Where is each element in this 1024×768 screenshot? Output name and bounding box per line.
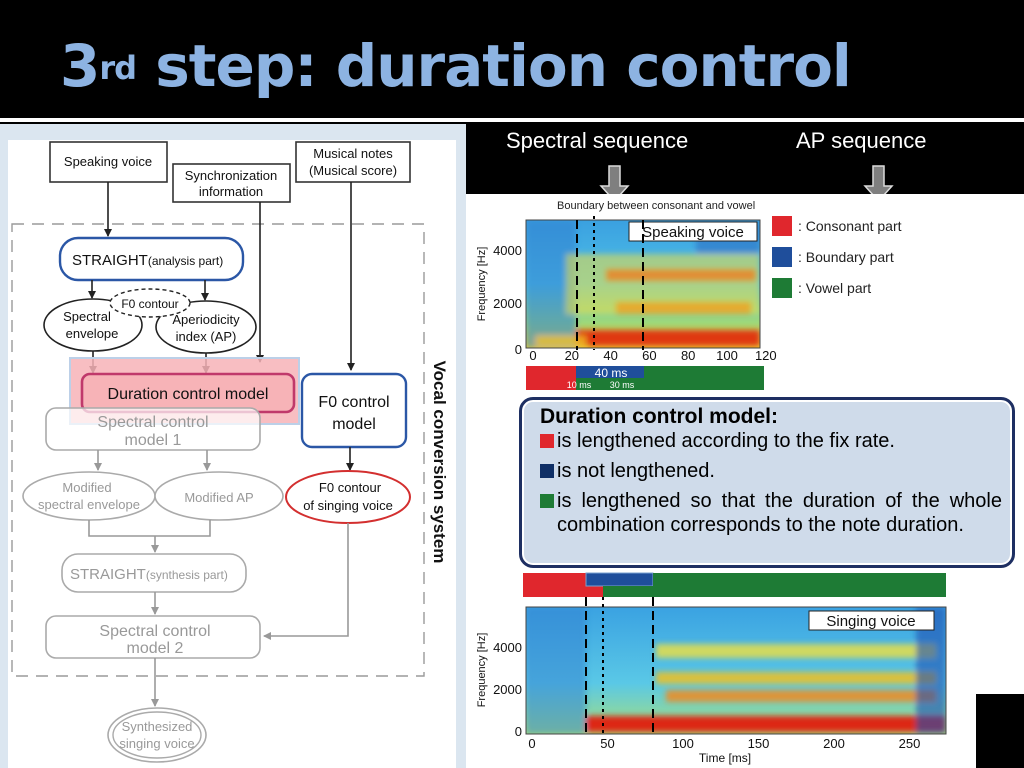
speaking-consonant-bar bbox=[526, 366, 576, 390]
legend-swatch-0 bbox=[772, 216, 792, 236]
callout-line-consonant: is lengthened according to the fix rate. bbox=[540, 429, 1002, 453]
title-divider bbox=[0, 118, 1024, 122]
svg-text:Synthesized: Synthesized bbox=[122, 719, 193, 734]
svg-text:Duration control model: Duration control model bbox=[108, 386, 269, 403]
speaking-xtick-3: 60 bbox=[642, 348, 656, 363]
svg-text:Synchronization: Synchronization bbox=[185, 168, 278, 183]
svg-text:STRAIGHT(synthesis part): STRAIGHT(synthesis part) bbox=[70, 566, 228, 583]
consonant-square-icon bbox=[540, 434, 554, 448]
speaking-voice-label: Speaking voice bbox=[64, 154, 152, 169]
speaking-xtick-5: 100 bbox=[716, 348, 738, 363]
duration-figures: Spectral sequence AP sequence Boundary b… bbox=[466, 128, 1024, 768]
speaking-xtick-4: 80 bbox=[681, 348, 695, 363]
legend-swatch-1 bbox=[772, 247, 792, 267]
singing-ytick-1: 2000 bbox=[493, 682, 522, 697]
duration-model-callout: Duration control model: is lengthened ac… bbox=[519, 397, 1015, 568]
musical-notes-box bbox=[295, 141, 411, 183]
legend-swatch-2 bbox=[772, 278, 792, 298]
singing-ytick-2: 0 bbox=[515, 724, 522, 739]
svg-text:model: model bbox=[332, 416, 376, 433]
singing-xtick-0: 0 bbox=[528, 736, 535, 751]
vowel-square-icon bbox=[540, 494, 554, 508]
synchronization-box bbox=[172, 163, 291, 203]
ap-sequence-label: AP sequence bbox=[796, 128, 926, 153]
singing-ytick-0: 4000 bbox=[493, 640, 522, 655]
svg-text:of singing voice: of singing voice bbox=[303, 498, 393, 513]
svg-text:30 ms: 30 ms bbox=[610, 380, 635, 390]
svg-text:10 ms: 10 ms bbox=[567, 380, 592, 390]
boundary-label: Boundary between consonant and vowel bbox=[557, 200, 755, 212]
speaking-xtick-2: 40 bbox=[603, 348, 617, 363]
svg-text:Aperiodicity: Aperiodicity bbox=[172, 312, 240, 327]
spectral-control-2-box bbox=[45, 615, 261, 659]
speaking-boundary-bar bbox=[576, 366, 644, 378]
svg-text:model 1: model 1 bbox=[125, 432, 182, 449]
speaking-voice-box bbox=[49, 141, 168, 183]
singing-ylabel: Frequency [Hz] bbox=[476, 633, 488, 708]
svg-text:Modified AP: Modified AP bbox=[184, 490, 253, 505]
singing-xtick-3: 150 bbox=[748, 736, 770, 751]
singing-xlabel: Time [ms] bbox=[699, 751, 751, 765]
speaking-ytick-1: 2000 bbox=[493, 296, 522, 311]
svg-text:information: information bbox=[199, 184, 263, 199]
callout-title: Duration control model: bbox=[540, 405, 778, 428]
spectral-control-1-box bbox=[45, 407, 261, 451]
straight-synthesis-box bbox=[61, 553, 247, 593]
legend: : Consonant part : Boundary part : Vowel p… bbox=[772, 216, 902, 298]
svg-text:Speaking voice: Speaking voice bbox=[642, 224, 744, 241]
callout-line-boundary: is not lengthened. bbox=[540, 459, 1002, 483]
singing-boundary-bar bbox=[585, 572, 654, 587]
speaking-vowel-bar bbox=[644, 366, 764, 390]
legend-label-2: : Vowel part bbox=[798, 280, 871, 296]
singing-xtick-2: 100 bbox=[672, 736, 694, 751]
f0-control-box bbox=[300, 372, 408, 449]
synthesized-voice-ellipse bbox=[107, 707, 207, 763]
speaking-ytick-2: 0 bbox=[515, 342, 522, 357]
svg-text:Modified: Modified bbox=[62, 480, 111, 495]
svg-text:40 ms: 40 ms bbox=[595, 366, 628, 380]
singing-vowel-bar bbox=[603, 586, 946, 597]
svg-text:Spectral: Spectral bbox=[63, 309, 111, 324]
speaking-xtick-6: 120 bbox=[755, 348, 777, 363]
speaking-voice-badge bbox=[628, 221, 758, 242]
vocal-system-label: Vocal conversion system bbox=[430, 361, 449, 564]
svg-text:F0 contour: F0 contour bbox=[319, 480, 382, 495]
boundary-square-icon bbox=[540, 464, 554, 478]
svg-text:envelope: envelope bbox=[66, 326, 119, 341]
svg-text:Spectral control: Spectral control bbox=[99, 623, 210, 640]
svg-text:F0 contour: F0 contour bbox=[121, 297, 178, 311]
singing-xtick-4: 200 bbox=[823, 736, 845, 751]
speaking-xtick-1: 20 bbox=[565, 348, 579, 363]
svg-text:Singing voice: Singing voice bbox=[826, 613, 915, 630]
svg-text:model 2: model 2 bbox=[127, 640, 184, 657]
system-boundary bbox=[11, 223, 425, 677]
f0-contour-ellipse bbox=[109, 288, 191, 318]
svg-text:F0 control: F0 control bbox=[318, 394, 389, 411]
svg-text:spectral envelope: spectral envelope bbox=[38, 497, 140, 512]
legend-label-0: : Consonant part bbox=[798, 218, 902, 234]
svg-text:index (AP): index (AP) bbox=[176, 329, 237, 344]
speaking-ylabel: Frequency [Hz] bbox=[476, 247, 488, 322]
speaking-xtick-0: 0 bbox=[529, 348, 536, 363]
callout-line-vowel: is lengthened so that the duration of th… bbox=[540, 489, 1002, 537]
speaking-ytick-0: 4000 bbox=[493, 243, 522, 258]
singing-xtick-1: 50 bbox=[600, 736, 614, 751]
svg-text:STRAIGHT(analysis part): STRAIGHT(analysis part) bbox=[72, 252, 223, 269]
straight-analysis-box bbox=[58, 236, 245, 282]
svg-text:Spectral control: Spectral control bbox=[97, 414, 208, 431]
singing-xtick-5: 250 bbox=[899, 736, 921, 751]
svg-text:Musical notes: Musical notes bbox=[313, 146, 393, 161]
legend-label-1: : Boundary part bbox=[798, 249, 894, 265]
f0-singing-ellipse bbox=[285, 470, 411, 524]
modified-ap-ellipse bbox=[154, 471, 284, 521]
spectral-sequence-label: Spectral sequence bbox=[506, 128, 688, 153]
down-arrow-spectral bbox=[599, 165, 630, 203]
slide-title: 3rd step: duration control bbox=[60, 32, 852, 100]
svg-text:(Musical score): (Musical score) bbox=[309, 163, 397, 178]
svg-text:singing voice: singing voice bbox=[119, 736, 194, 751]
vocal-conversion-diagram: Speaking voice Synchronization informati… bbox=[11, 141, 449, 763]
singing-voice-badge bbox=[808, 610, 935, 631]
down-arrow-ap bbox=[863, 165, 894, 203]
